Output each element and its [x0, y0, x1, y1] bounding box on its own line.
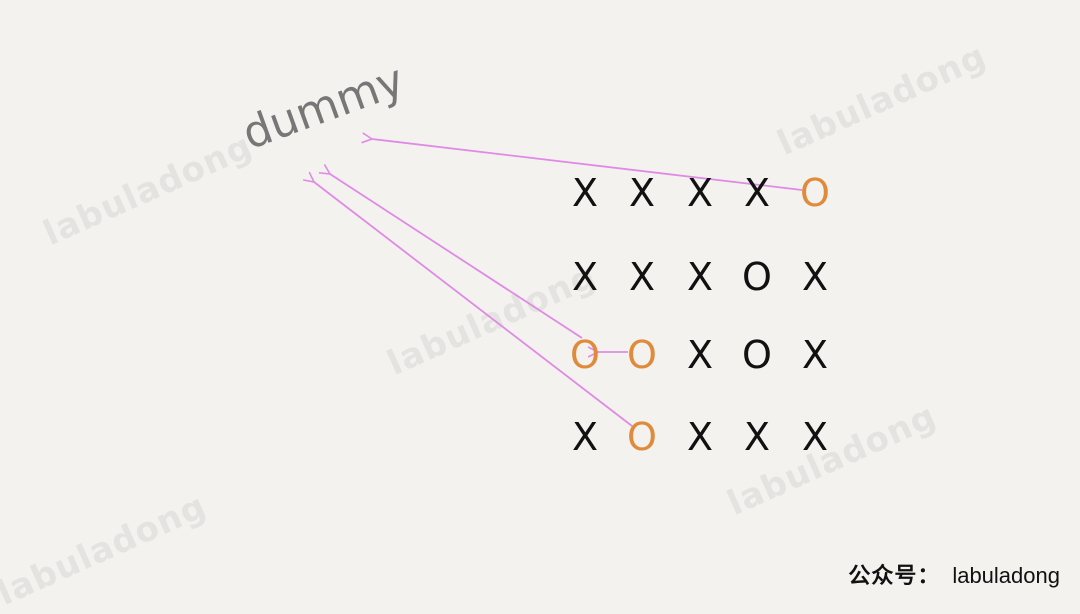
grid-cell: O [570, 333, 600, 377]
grid-cell: X [743, 171, 771, 215]
grid-cell: X [686, 255, 714, 299]
grid-cell: X [801, 333, 829, 377]
grid-cell: X [571, 415, 599, 459]
grid-cell: O [627, 415, 657, 459]
grid-cell: X [628, 255, 656, 299]
grid-cell: X [743, 415, 771, 459]
grid-cell: O [742, 255, 772, 299]
account-name: labuladong [952, 563, 1060, 588]
grid-cell: X [801, 415, 829, 459]
arrow-to-dummy [314, 182, 633, 427]
grid-cell: X [686, 415, 714, 459]
grid-cell: X [571, 255, 599, 299]
grid-cell: X [686, 171, 714, 215]
grid-cell: X [686, 333, 714, 377]
arrow-to-dummy [372, 139, 803, 191]
arrow-to-dummy [330, 174, 583, 339]
grid-cell: X [801, 255, 829, 299]
grid-cell: O [742, 333, 772, 377]
grid-cell: X [571, 171, 599, 215]
account-seal: 公众号： [848, 563, 941, 589]
grid-cell: X [628, 171, 656, 215]
grid-cell: O [627, 333, 657, 377]
grid-cell: O [800, 171, 830, 215]
footer-credit: 公众号： labuladong [848, 558, 1060, 590]
